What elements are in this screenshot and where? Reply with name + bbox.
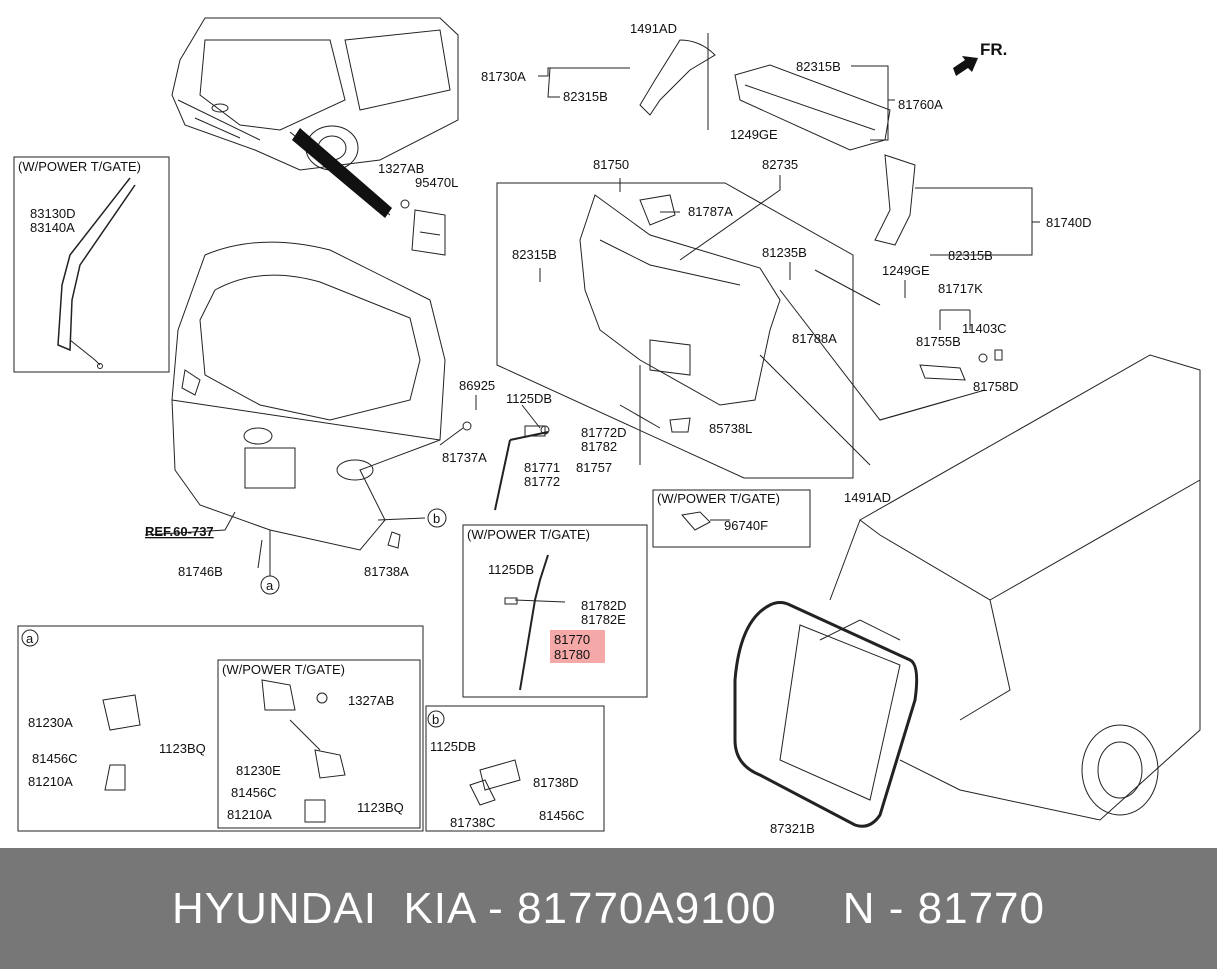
callout-1123BQ: 1123BQ [357, 800, 404, 815]
callout-81737A: 81737A [442, 450, 487, 465]
callout-82315B: 82315B [512, 247, 557, 262]
car-open-tailgate-sketch [819, 354, 1201, 821]
part-number-caption: HYUNDAI KIA - 81770A9100 N - 81770 [171, 883, 1045, 933]
highlight-81770 [550, 630, 605, 663]
callout-96740F: 96740F [724, 518, 768, 533]
callout-1123BQ: 1123BQ [159, 741, 206, 756]
callout-81757: 81757 [576, 460, 612, 475]
callout-81740D: 81740D [1046, 215, 1092, 230]
callout-81782E: 81782E [581, 612, 626, 627]
callout-81230A: 81230A [28, 715, 73, 730]
callout-82315B: 82315B [796, 59, 841, 74]
callout-81772: 81772 [524, 474, 560, 489]
callout-81456C: 81456C [32, 751, 78, 766]
callout-81717K: 81717K [938, 281, 983, 296]
callout-81230E: 81230E [236, 763, 281, 778]
section-a-marker: a [26, 631, 34, 646]
callout-1125DB: 1125DB [506, 391, 552, 406]
callout-81210A: 81210A [28, 774, 73, 789]
callout-81782D: 81782D [581, 598, 627, 613]
tailgate-panel-sketch [171, 241, 446, 551]
front-direction-arrow-icon [953, 56, 978, 76]
callout-81738C: 81738C [450, 815, 496, 830]
callout-1491AD: 1491AD [844, 490, 891, 505]
callout-reference: REF.60-737 [145, 524, 214, 539]
callout-81758D: 81758D [973, 379, 1019, 394]
callout-81730A: 81730A [481, 69, 526, 84]
footer-bar: HYUNDAI KIA - 81770A9100 N - 81770 [0, 848, 1217, 969]
inset-label-power-tgate: (W/POWER T/GATE) [222, 662, 345, 677]
callout-83140A: 83140A [30, 220, 75, 235]
callout-81235B: 81235B [762, 245, 807, 260]
callout-81782: 81782 [581, 439, 617, 454]
callout-81746B: 81746B [178, 564, 223, 579]
callout-82315B: 82315B [563, 89, 608, 104]
callout-81771: 81771 [524, 460, 560, 475]
callout-11403C: 11403C [962, 321, 1007, 336]
callout-81750: 81750 [593, 157, 629, 172]
inset-label-power-tgate: (W/POWER T/GATE) [18, 159, 141, 174]
callout-1249GE: 1249GE [730, 127, 778, 142]
callout-81210A: 81210A [227, 807, 272, 822]
callout-81772D: 81772D [581, 425, 627, 440]
callout-81787A: 81787A [688, 204, 733, 219]
callout-86925: 86925 [459, 378, 495, 393]
callout-1327AB: 1327AB [378, 161, 424, 176]
callout-1125DB: 1125DB [488, 562, 534, 577]
inset-label-power-tgate: (W/POWER T/GATE) [657, 491, 780, 506]
callout-1249GE: 1249GE [882, 263, 930, 278]
callout-81780: 81780 [554, 647, 590, 662]
callout-81755B: 81755B [916, 334, 961, 349]
callout-81738D: 81738D [533, 775, 579, 790]
callout-81456C: 81456C [539, 808, 585, 823]
callout-1327AB: 1327AB [348, 693, 394, 708]
callout-81760A: 81760A [898, 97, 943, 112]
callout-95470L: 95470L [415, 175, 458, 190]
circle-a-marker: a [266, 578, 274, 593]
callout-1125DB: 1125DB [430, 739, 476, 754]
section-b-marker: b [432, 712, 439, 727]
callout-85738L: 85738L [709, 421, 752, 436]
callout-81738A: 81738A [364, 564, 409, 579]
circle-b-marker: b [433, 511, 440, 526]
callout-81456C: 81456C [231, 785, 277, 800]
callout-81770: 81770 [554, 632, 590, 647]
callout-82735: 82735 [762, 157, 798, 172]
callout-83130D: 83130D [30, 206, 76, 221]
inset-label-power-tgate: (W/POWER T/GATE) [467, 527, 590, 542]
front-direction-label: FR. [980, 40, 1007, 59]
callout-87321B: 87321B [770, 821, 815, 836]
callout-81788A: 81788A [792, 331, 837, 346]
parts-diagram: FR. (W/POWER T/GATE) (W/POWER T/GATE) (W… [13, 17, 1201, 836]
callout-1491AD: 1491AD [630, 21, 677, 36]
callout-82315B: 82315B [948, 248, 993, 263]
